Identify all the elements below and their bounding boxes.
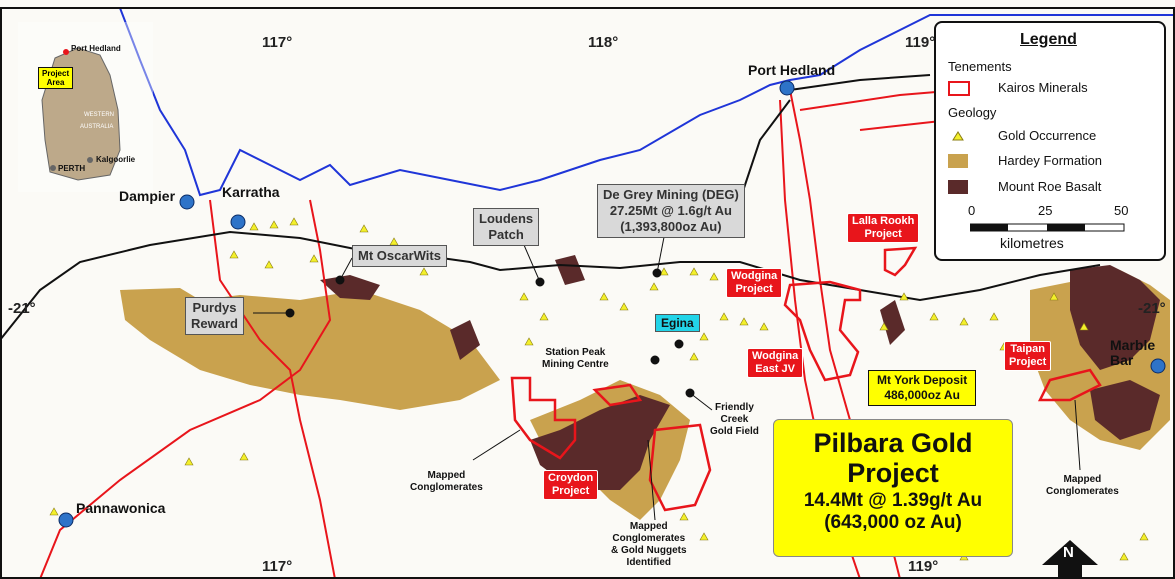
callout-mt-oscarwits: Mt OscarWits — [352, 245, 447, 267]
pilbara-resource: 14.4Mt @ 1.39g/t Au — [803, 490, 983, 511]
lon-label-117-bottom: 117° — [262, 558, 293, 575]
town-karratha: Karratha — [222, 184, 280, 200]
legend-hardey: Hardey Formation — [998, 153, 1103, 168]
legend-kairos: Kairos Minerals — [998, 80, 1088, 95]
north-arrow-shape — [1042, 540, 1098, 579]
legend-scale-unit: kilometres — [1000, 235, 1064, 251]
legend-tenements-heading: Tenements — [948, 59, 1012, 74]
project-wodgina: Wodgina Project — [726, 268, 783, 298]
lon-label-117-top: 117° — [262, 34, 293, 51]
legend-tenement-swatch — [948, 81, 970, 96]
pilbara-ounces: (643,000 oz Au) — [824, 512, 962, 533]
legend-scale-50: 50 — [1114, 203, 1129, 218]
mt-york-deposit-label: Mt York Deposit 486,000oz Au — [868, 370, 977, 406]
legend-mount-roe: Mount Roe Basalt — [998, 179, 1102, 194]
project-wodgina-east-jv: Wodgina East JV — [747, 348, 804, 378]
lat-label-left: -21° — [8, 300, 36, 317]
label-friendly-creek: Friendly Creek Gold Field — [710, 402, 759, 437]
label-station-peak: Station Peak Mining Centre — [542, 347, 609, 370]
coastline — [0, 7, 1175, 197]
legend-scale-25: 25 — [1038, 203, 1053, 218]
kairos-tenements — [510, 246, 1102, 512]
label-mapped-conglomerates-left: Mapped Conglomerates — [410, 470, 483, 493]
prospect-points — [253, 231, 1081, 521]
callout-purdys-reward: Purdys Reward — [185, 297, 244, 335]
pilbara-title-line2: Project — [847, 458, 939, 488]
inset-kalgoorlie: Kalgoorlie — [96, 155, 136, 164]
inset-port-hedland: Port Hedland — [71, 44, 121, 53]
lon-label-119-bottom: 119° — [908, 558, 939, 575]
inset-western: WESTERN — [84, 112, 114, 118]
inset-project-area: Project Area — [38, 67, 74, 89]
legend-geology-heading: Geology — [948, 105, 997, 120]
mount-roe-basalt-areas — [320, 255, 1160, 490]
town-port-hedland: Port Hedland — [748, 62, 836, 78]
pilbara-gold-project-box: Pilbara Gold Project 14.4Mt @ 1.39g/t Au… — [773, 419, 1013, 557]
project-croydon: Croydon Project — [543, 470, 599, 500]
label-mapped-conglomerates-right: Mapped Conglomerates — [1046, 474, 1119, 497]
legend-gold: Gold Occurrence — [998, 128, 1097, 143]
lat-label-right: -21° — [1138, 300, 1166, 317]
legend-gold-icon — [952, 131, 964, 141]
legend-scale-0: 0 — [968, 203, 976, 218]
map-legend: Legend Tenements Kairos Minerals Geology… — [934, 21, 1166, 261]
gold-occurrences — [49, 217, 1149, 561]
callout-egina: Egina — [655, 314, 700, 332]
town-dampier: Dampier — [119, 188, 176, 204]
north-arrow-label: N — [1063, 544, 1074, 561]
project-lalla-rookh: Lalla Rookh Project — [847, 213, 920, 243]
pilbara-title-line1: Pilbara Gold — [813, 428, 973, 458]
lon-label-119-top: 119° — [905, 34, 936, 51]
inset-australia: AUSTRALIA — [80, 124, 114, 130]
town-marble-bar: Marble Bar — [1110, 337, 1156, 368]
label-mapped-conglomerates-nuggets: Mapped Conglomerates & Gold Nuggets Iden… — [611, 521, 687, 568]
tracks — [0, 74, 1101, 341]
legend-mount-roe-swatch — [948, 180, 968, 194]
legend-hardey-swatch — [948, 154, 968, 168]
legend-scale-bar — [970, 223, 1125, 232]
town-markers — [58, 80, 1166, 528]
callout-de-grey: De Grey Mining (DEG) 27.25Mt @ 1.6g/t Au… — [597, 184, 745, 238]
inset-perth: PERTH — [58, 164, 86, 173]
lon-label-118-top: 118° — [588, 34, 619, 51]
callout-loudens-patch: Loudens Patch — [473, 208, 540, 246]
project-taipan: Taipan Project — [1004, 341, 1052, 371]
legend-title: Legend — [1020, 31, 1077, 48]
town-pannawonica: Pannawonica — [76, 500, 166, 516]
